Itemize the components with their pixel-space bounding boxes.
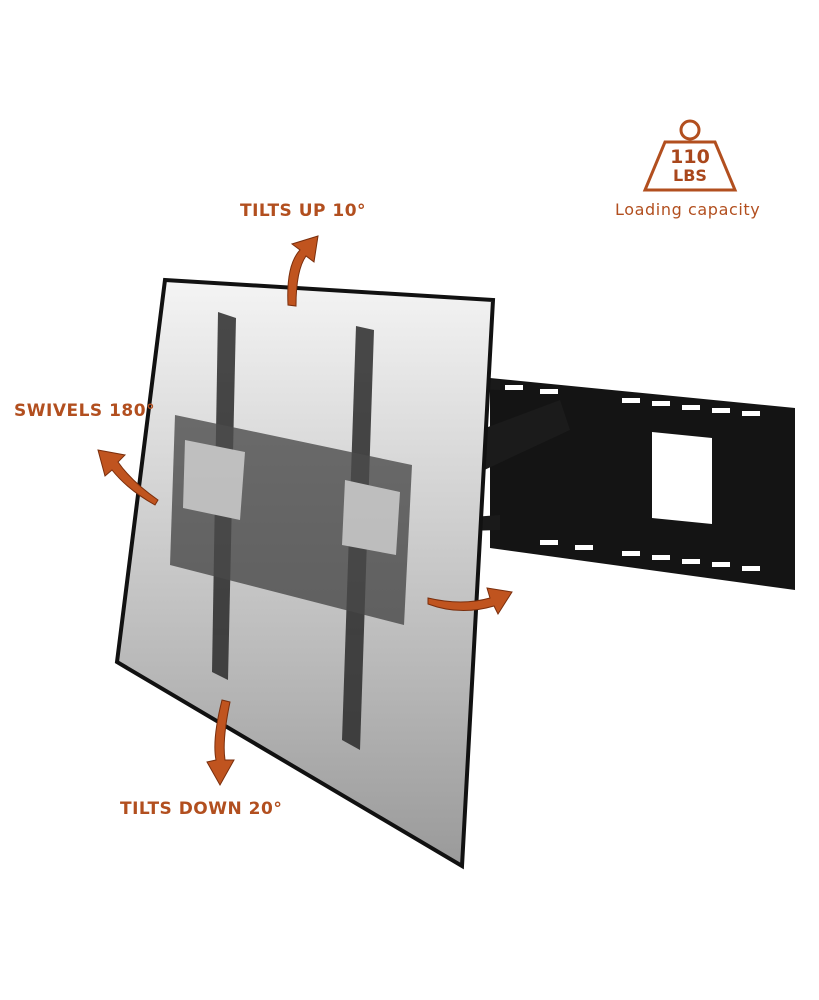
capacity-unit: LBS	[673, 166, 707, 185]
rotation-arrows	[97, 235, 513, 787]
capacity-caption: Loading capacity	[615, 200, 761, 219]
swivel-right-arrow-icon	[427, 587, 513, 616]
swivel-label: SWIVELS 180°	[14, 401, 156, 421]
capacity-value: 110	[670, 146, 710, 168]
weight-icon	[642, 119, 738, 192]
tilt-down-label: TILTS DOWN 20°	[120, 799, 283, 819]
swivel-left-arrow-icon	[97, 449, 159, 506]
tilt-up-arrow-icon	[287, 235, 319, 307]
tv-bracket	[170, 312, 412, 750]
tilt-up-label: TILTS UP 10°	[240, 201, 367, 221]
tilt-down-arrow-icon	[206, 699, 235, 787]
